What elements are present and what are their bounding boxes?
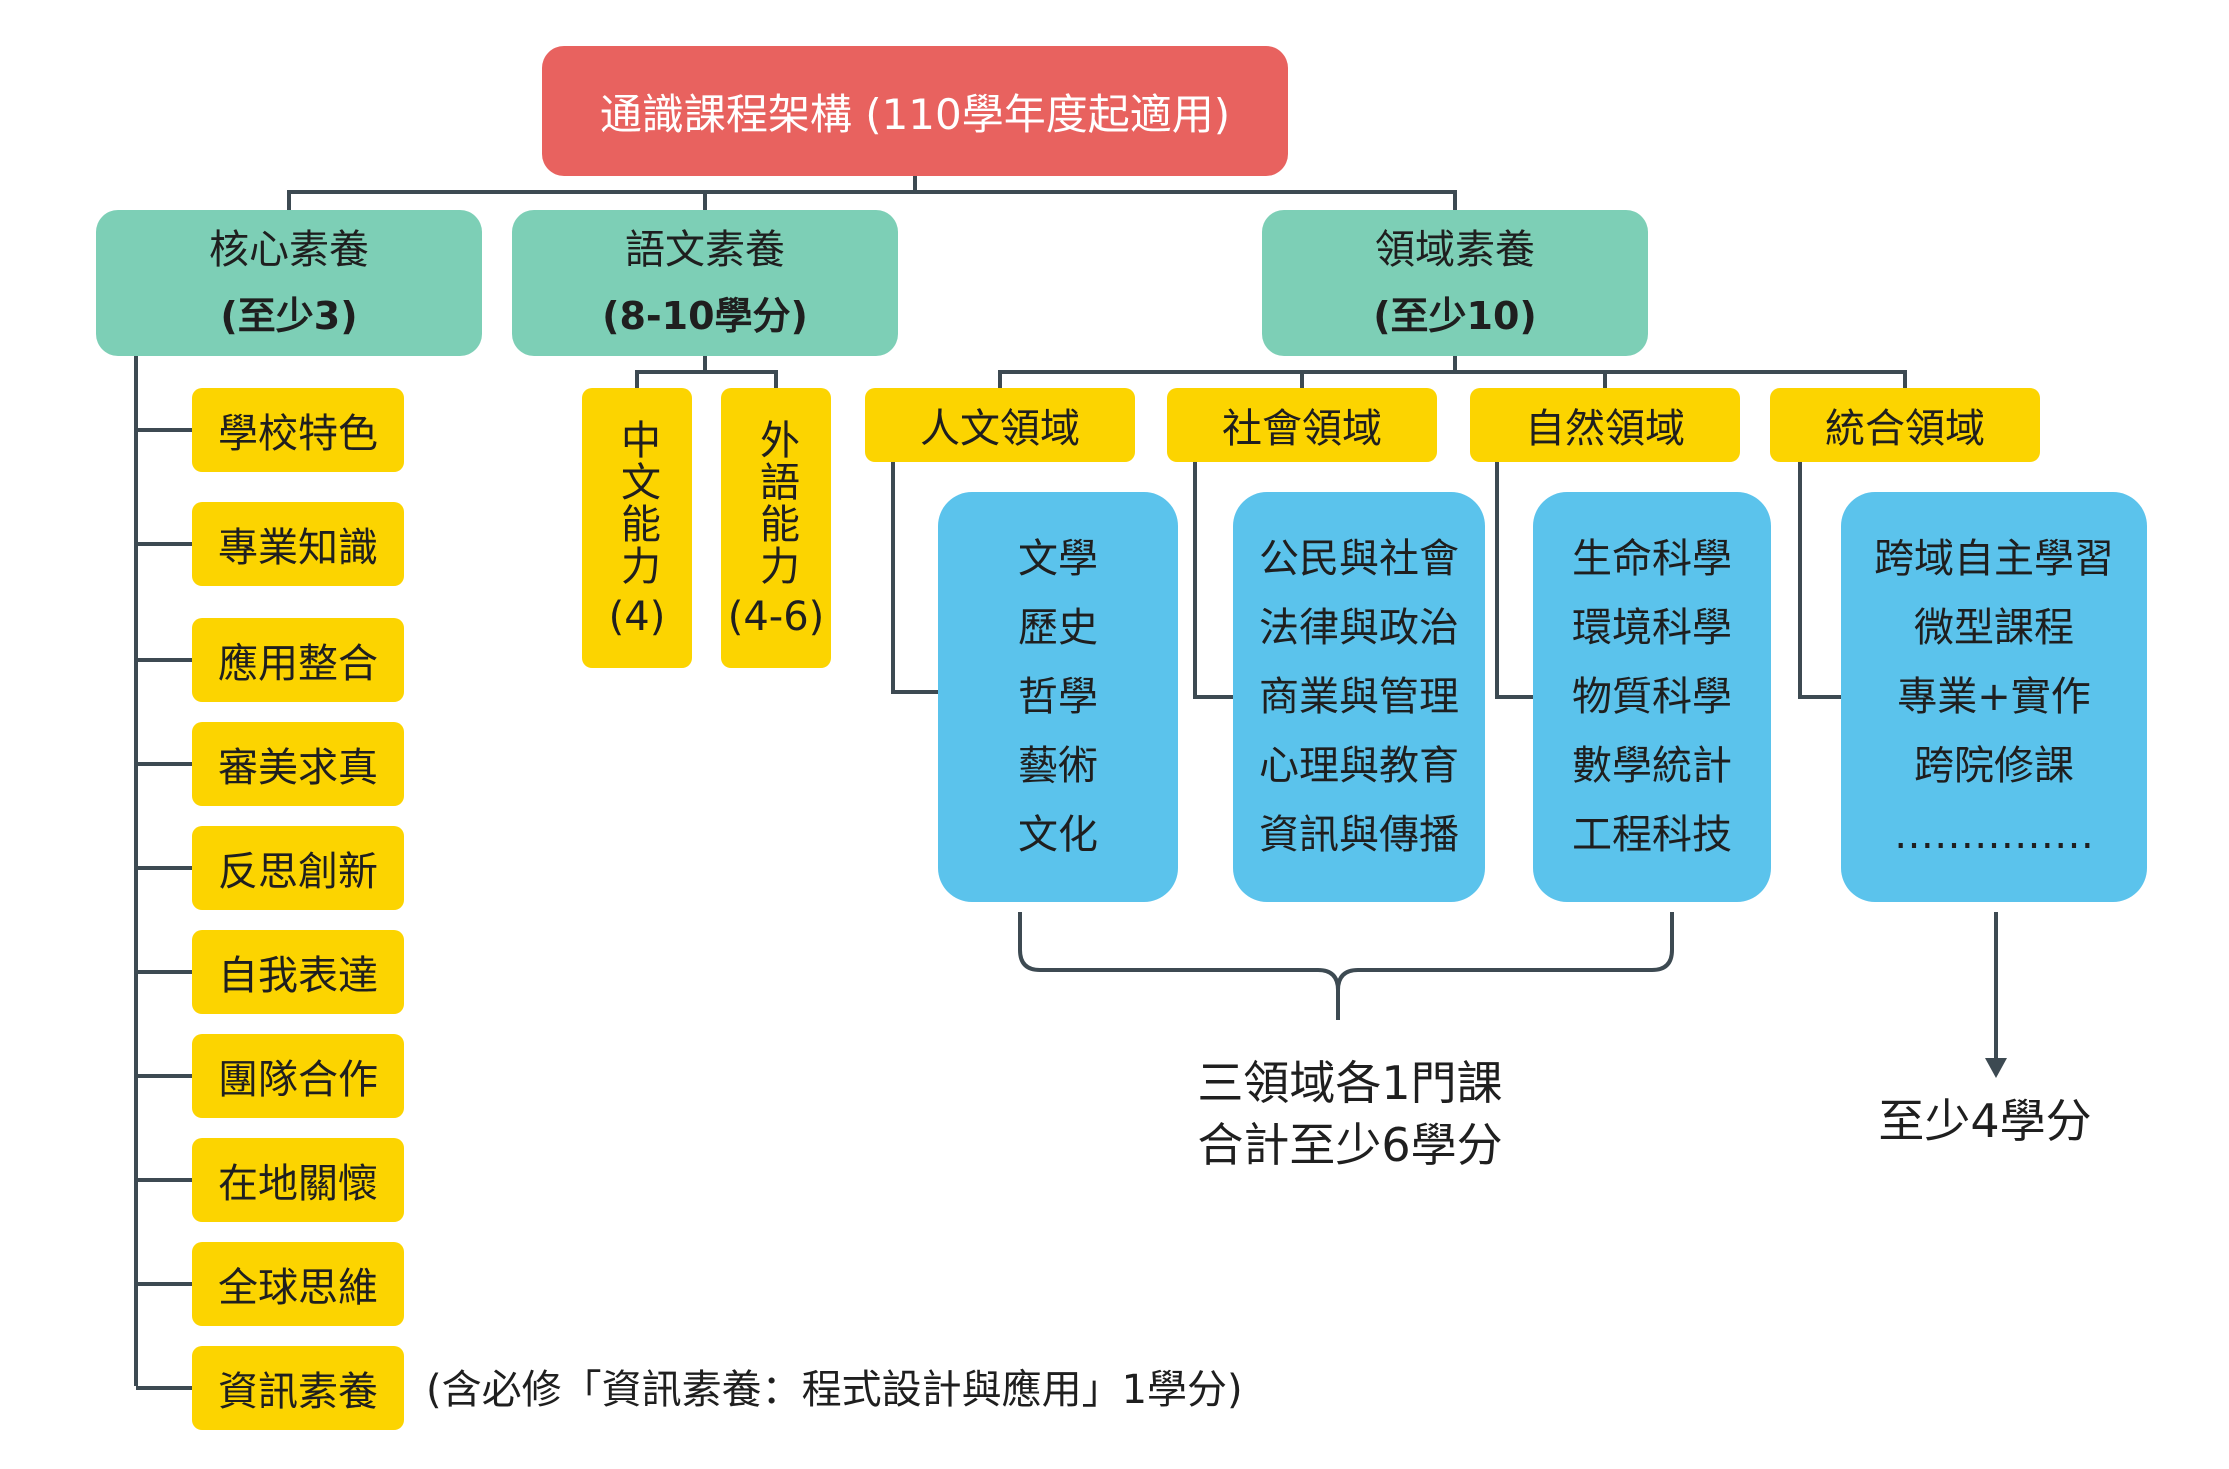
core-item: 反思創新 [192,826,404,910]
core-item: 全球思維 [192,1242,404,1326]
course-item: 跨域自主學習 [1874,535,2114,582]
core-item: 專業知識 [192,502,404,586]
domain-social: 社會領域 [1167,388,1437,462]
core-item: 審美求真 [192,722,404,806]
core-title: 核心素養 [209,227,369,273]
language-category: 語文素養 (8-10學分) [512,210,898,356]
course-item: 商業與管理 [1259,673,1459,720]
core-category: 核心素養 (至少3) [96,210,482,356]
three-domain-brace [1018,912,1674,1020]
core-item: 資訊素養 [192,1346,404,1430]
domain-label: 統合領域 [1825,406,1985,452]
core-item: 在地關懷 [192,1138,404,1222]
course-item: 心理與教育 [1259,742,1459,789]
domain-natural: 自然領域 [1470,388,1740,462]
core-item-label: 在地關懷 [218,1161,378,1207]
core-item-label: 應用整合 [218,641,378,687]
core-item-label: 自我表達 [218,953,378,999]
domain-label: 社會領域 [1222,406,1382,452]
domain-label: 自然領域 [1525,406,1685,452]
domain-humanities: 人文領域 [865,388,1135,462]
field-credits: (至少10) [1373,294,1537,338]
courses-integrated: 跨域自主學習 微型課程 專業+實作 跨院修課 …………… [1841,492,2147,902]
core-item-label: 審美求真 [218,745,378,791]
language-item-label: 中文能力 [614,419,660,587]
core-credits: (至少3) [220,294,358,338]
course-item: 文學 [1018,535,1098,582]
language-item-credits: (4) [608,594,666,640]
course-item: 哲學 [1018,673,1098,720]
course-item: 物質科學 [1572,673,1732,720]
three-domain-note-line: 合計至少6學分 [1197,1118,1503,1172]
core-item-label: 反思創新 [218,849,378,895]
domain-connector-humanities [891,462,938,694]
course-item: 資訊與傳播 [1259,811,1459,858]
core-item: 學校特色 [192,388,404,472]
integrated-arrow-head [1985,1058,2007,1078]
course-item: 專業+實作 [1897,673,2091,720]
course-item: 數學統計 [1572,742,1732,789]
three-domain-note-line: 三領域各1門課 [1197,1056,1503,1110]
language-title: 語文素養 [625,227,785,273]
integrated-note: 至少4學分 [1878,1094,2092,1148]
course-item: 工程科技 [1572,811,1732,858]
courses-natural: 生命科學 環境科學 物質科學 數學統計 工程科技 [1533,492,1771,902]
course-item: 環境科學 [1572,604,1732,651]
core-item: 自我表達 [192,930,404,1014]
field-connector [998,356,1907,388]
language-item-chinese: 中文能力 (4) [582,388,692,668]
courses-humanities: 文學 歷史 哲學 藝術 文化 [938,492,1178,902]
root-connector [287,176,1457,210]
language-item-foreign: 外語能力 (4-6) [721,388,831,668]
core-item-label: 團隊合作 [218,1057,378,1103]
course-item: 生命科學 [1572,535,1732,582]
domain-label: 人文領域 [920,406,1080,452]
core-item-label: 全球思維 [218,1265,378,1311]
course-item: 微型課程 [1914,604,2074,651]
course-item: 法律與政治 [1259,604,1459,651]
core-item-label: 資訊素養 [218,1369,378,1415]
domain-connector-social [1193,462,1233,699]
domain-connector-integrated [1798,462,1841,699]
language-credits: (8-10學分) [602,294,808,338]
course-item: 歷史 [1018,604,1098,651]
core-item: 應用整合 [192,618,404,702]
core-item-label: 專業知識 [218,525,378,571]
core-note: (含必修「資訊素養：程式設計與應用」1學分) [426,1367,1243,1413]
core-item-label: 學校特色 [218,411,378,457]
core-item: 團隊合作 [192,1034,404,1118]
course-item: 文化 [1018,811,1098,858]
root-title: 通識課程架構 (110學年度起適用) [542,46,1288,176]
language-item-label: 外語能力 [753,419,799,587]
three-domain-note: 三領域各1門課 合計至少6學分 [1140,1052,1560,1176]
domain-integrated: 統合領域 [1770,388,2040,462]
field-category: 領域素養 (至少10) [1262,210,1648,356]
core-ticks [136,428,192,1390]
course-item: 跨院修課 [1914,742,2074,789]
field-title: 領域素養 [1375,227,1535,273]
root-title-text: 通識課程架構 (110學年度起適用) [599,89,1231,139]
courses-social: 公民與社會 法律與政治 商業與管理 心理與教育 資訊與傳播 [1233,492,1485,902]
course-item: 藝術 [1018,742,1098,789]
language-item-credits: (4-6) [727,594,825,640]
language-connector [635,356,778,388]
course-item: …………… [1894,811,2094,858]
course-item: 公民與社會 [1259,535,1459,582]
domain-connector-natural [1495,462,1533,699]
